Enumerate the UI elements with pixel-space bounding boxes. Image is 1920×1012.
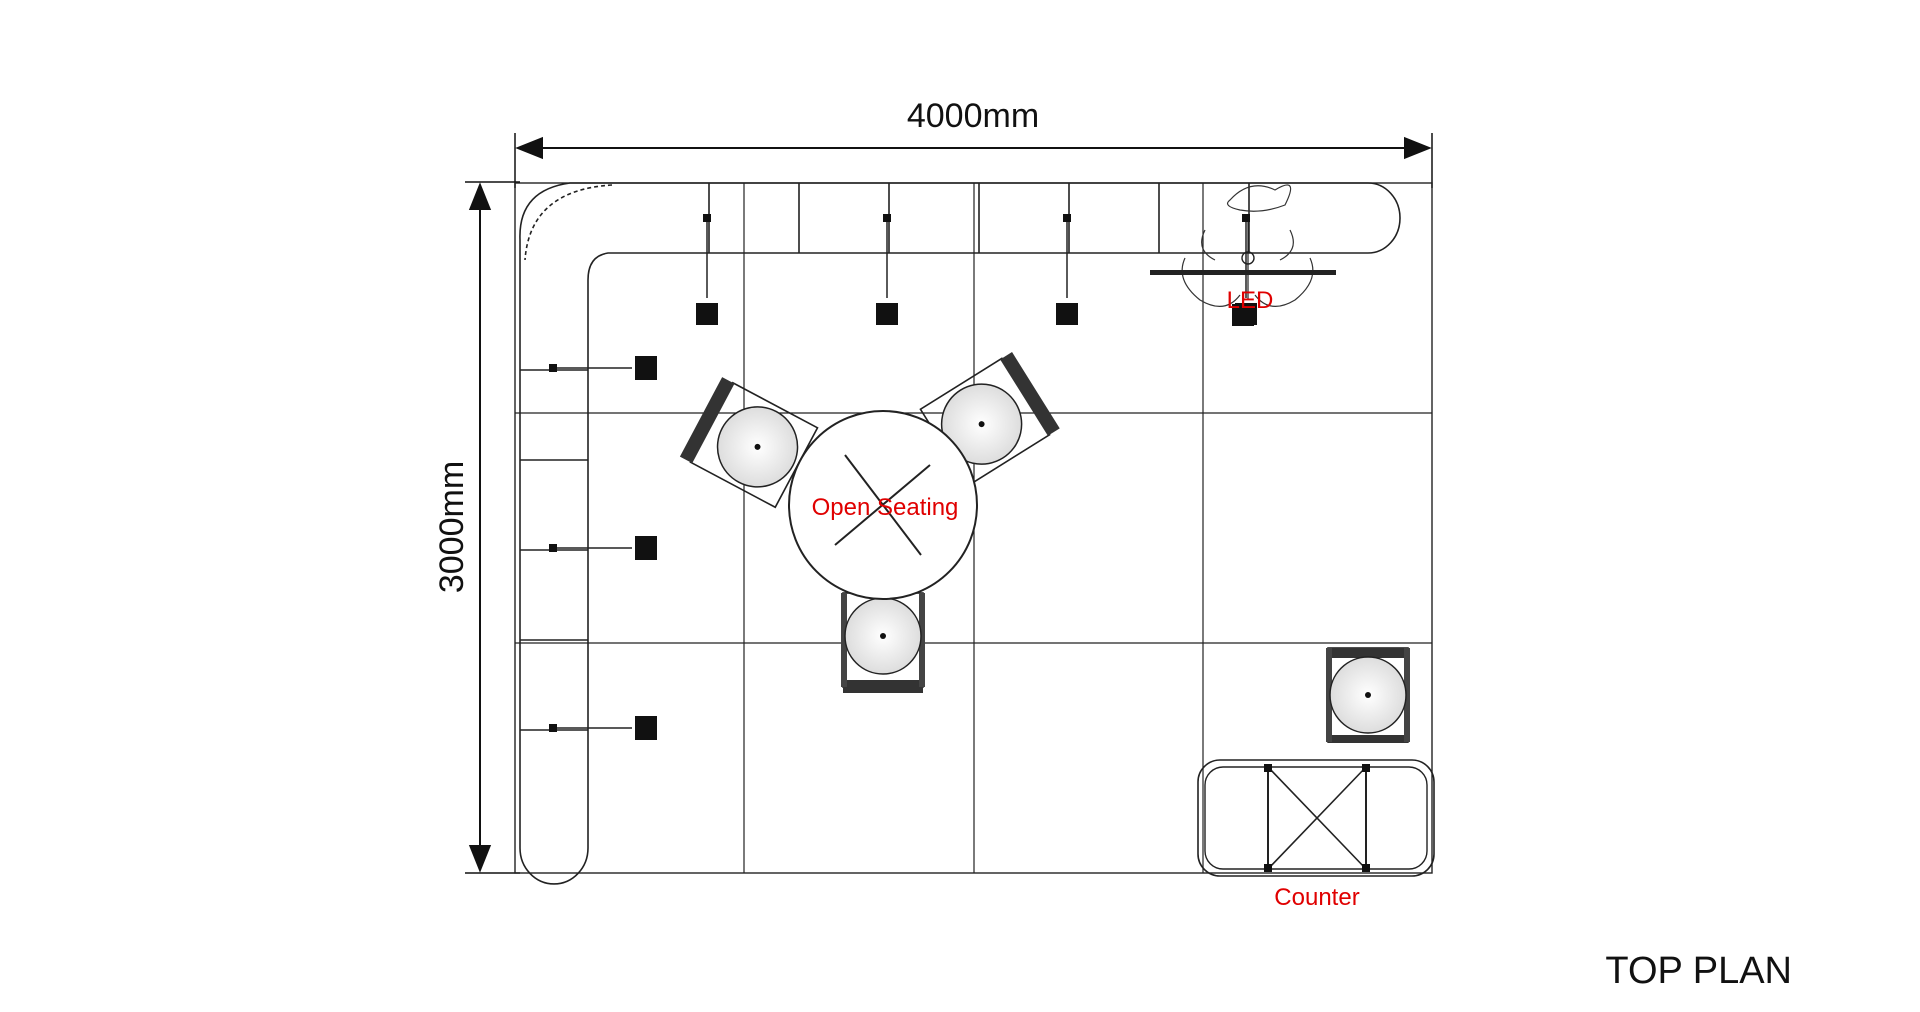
chair-right xyxy=(919,352,1060,487)
counter-label: Counter xyxy=(1274,884,1359,911)
spotlight-2 xyxy=(876,214,898,325)
width-dimension-label: 4000mm xyxy=(907,97,1039,135)
side-wall-truss xyxy=(519,280,589,885)
chair-left xyxy=(679,377,819,509)
counter: Counter xyxy=(1197,759,1435,911)
back-wall-truss xyxy=(519,182,1401,281)
height-dimension: 3000mm xyxy=(433,181,520,874)
spotlight-5 xyxy=(549,356,657,380)
height-dimension-label: 3000mm xyxy=(433,461,471,593)
chair-bottom xyxy=(841,592,925,693)
spotlight-1 xyxy=(696,214,718,325)
plan-caption: TOP PLAN xyxy=(1605,950,1792,992)
round-table-set: Open Seating xyxy=(679,352,1060,693)
led-label: LED xyxy=(1227,287,1274,314)
led-screen-stand: LED xyxy=(1150,184,1336,326)
spotlight-3 xyxy=(1056,214,1078,325)
side-wall-spotlights xyxy=(549,356,657,740)
spotlight-6 xyxy=(549,536,657,560)
back-wall-spotlights xyxy=(696,214,1257,325)
open-seating-label: Open Seating xyxy=(812,494,959,521)
spotlight-7 xyxy=(549,716,657,740)
width-dimension: 4000mm xyxy=(514,97,1433,188)
counter-stool xyxy=(1326,647,1410,743)
